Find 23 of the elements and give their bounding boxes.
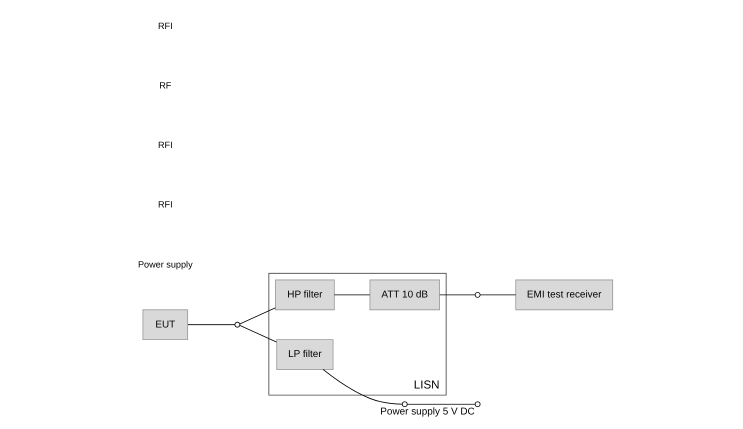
label: RFI xyxy=(157,200,172,210)
connector xyxy=(438,294,475,296)
label: RF xyxy=(158,80,171,90)
node-circle xyxy=(234,322,240,328)
node-box: EUT xyxy=(142,309,188,340)
node-label: Power supply 5 V DC xyxy=(380,406,474,418)
connector xyxy=(479,294,516,296)
node-box: ATT 10 dB xyxy=(369,280,440,310)
node-box: LP filter xyxy=(276,339,333,370)
node-circle xyxy=(401,401,408,408)
label: Power supply xyxy=(137,259,192,270)
label: RFI xyxy=(157,20,172,31)
label: RFI xyxy=(157,140,172,150)
connector xyxy=(238,325,276,342)
connector xyxy=(333,294,370,296)
node-box: HP filter xyxy=(274,280,334,310)
connector xyxy=(238,307,276,324)
node-circle xyxy=(474,292,480,298)
node-box: EMI test receiver xyxy=(514,280,613,310)
connector xyxy=(187,324,235,326)
node-circle xyxy=(474,401,480,408)
connector xyxy=(322,369,402,405)
connector xyxy=(406,404,476,405)
